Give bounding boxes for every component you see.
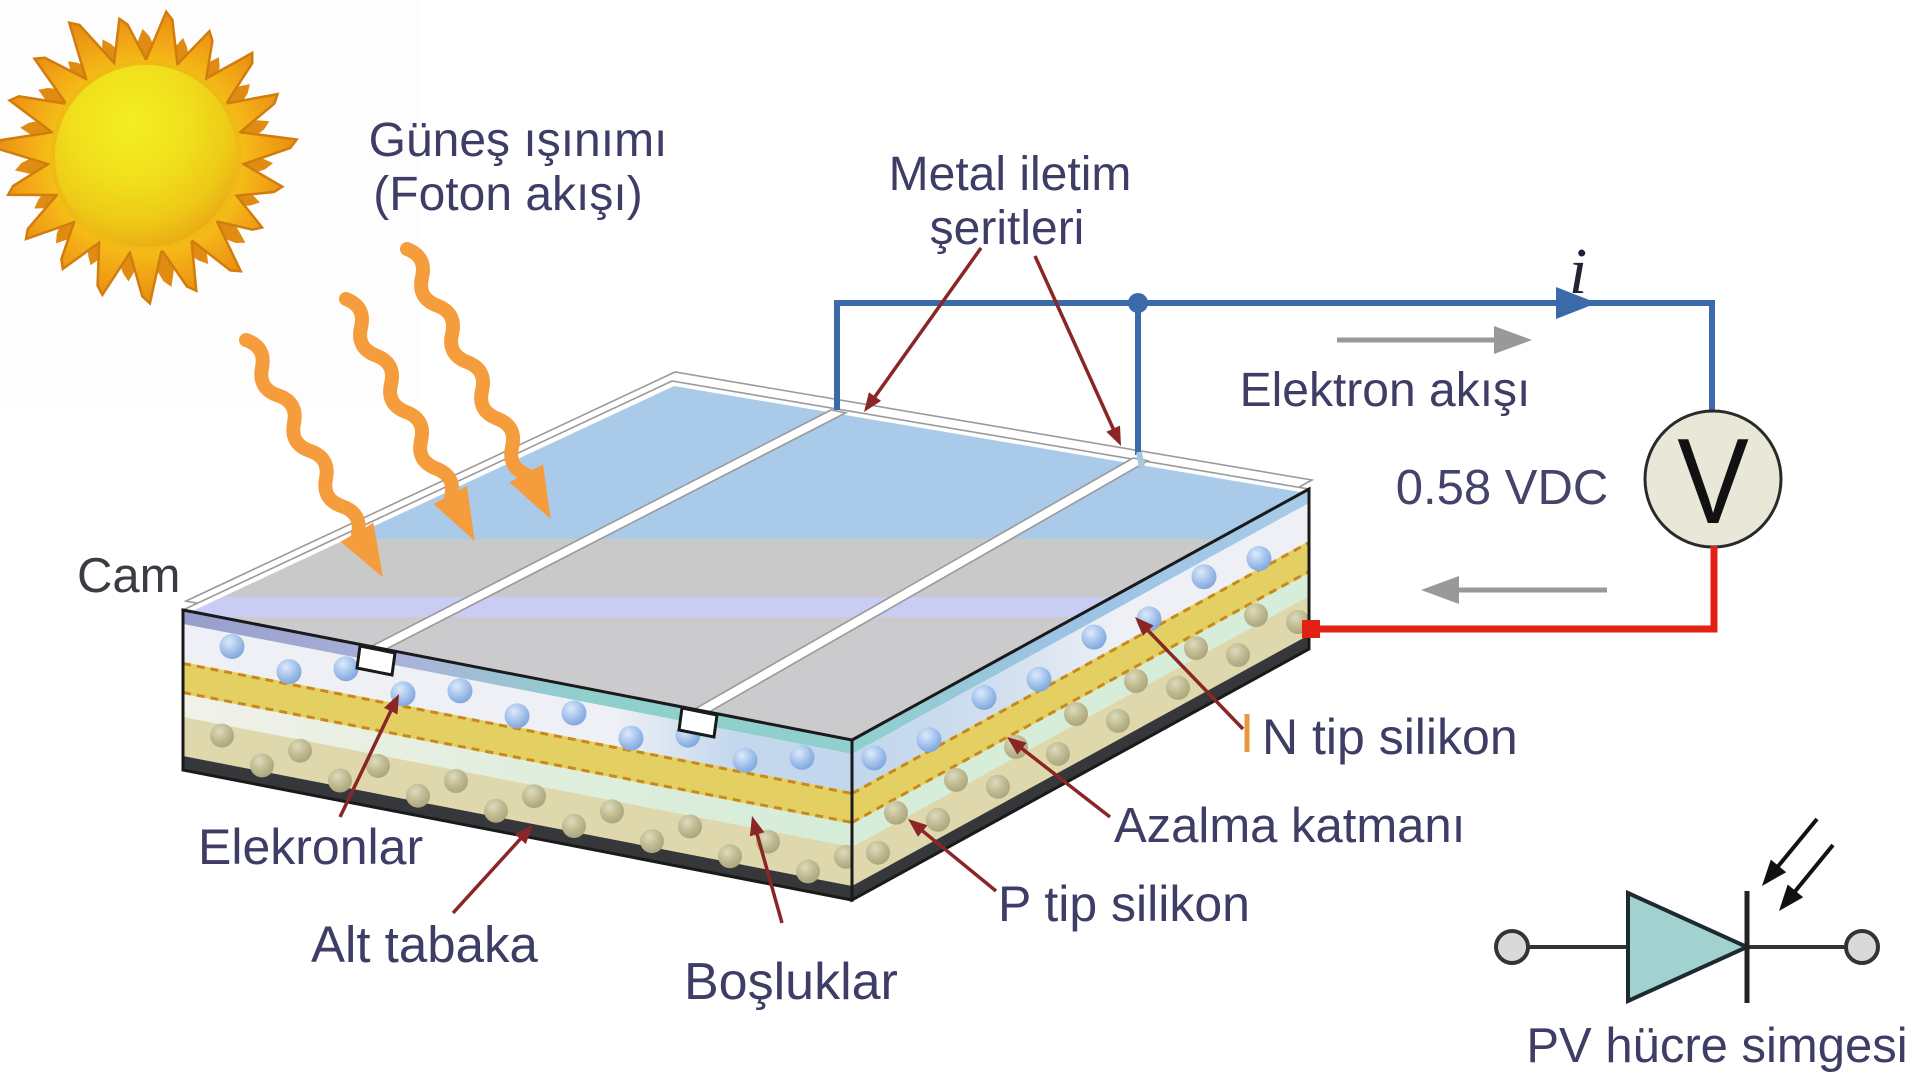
svg-text:Boşluklar: Boşluklar: [684, 953, 898, 1011]
svg-text:Güneş ışınımı: Güneş ışınımı: [369, 114, 668, 167]
svg-text:Azalma katmanı: Azalma katmanı: [1114, 799, 1465, 853]
svg-text:Elektron akışı: Elektron akışı: [1240, 364, 1531, 417]
svg-text:P tip silikon: P tip silikon: [998, 876, 1250, 932]
svg-text:Cam: Cam: [77, 549, 180, 603]
svg-text:0.58 VDC: 0.58 VDC: [1396, 461, 1608, 515]
svg-text:(Foton akışı): (Foton akışı): [373, 168, 642, 221]
svg-text:V: V: [1677, 414, 1749, 550]
svg-text:i: i: [1569, 235, 1587, 308]
svg-text:Alt tabaka: Alt tabaka: [311, 916, 538, 973]
svg-text:PV hücre simgesi: PV hücre simgesi: [1526, 1019, 1907, 1073]
svg-text:Metal iletim: Metal iletim: [889, 148, 1132, 201]
svg-text:N tip silikon: N tip silikon: [1262, 709, 1518, 765]
svg-text:şeritleri: şeritleri: [930, 202, 1085, 255]
svg-text:Elekronlar: Elekronlar: [198, 819, 423, 875]
